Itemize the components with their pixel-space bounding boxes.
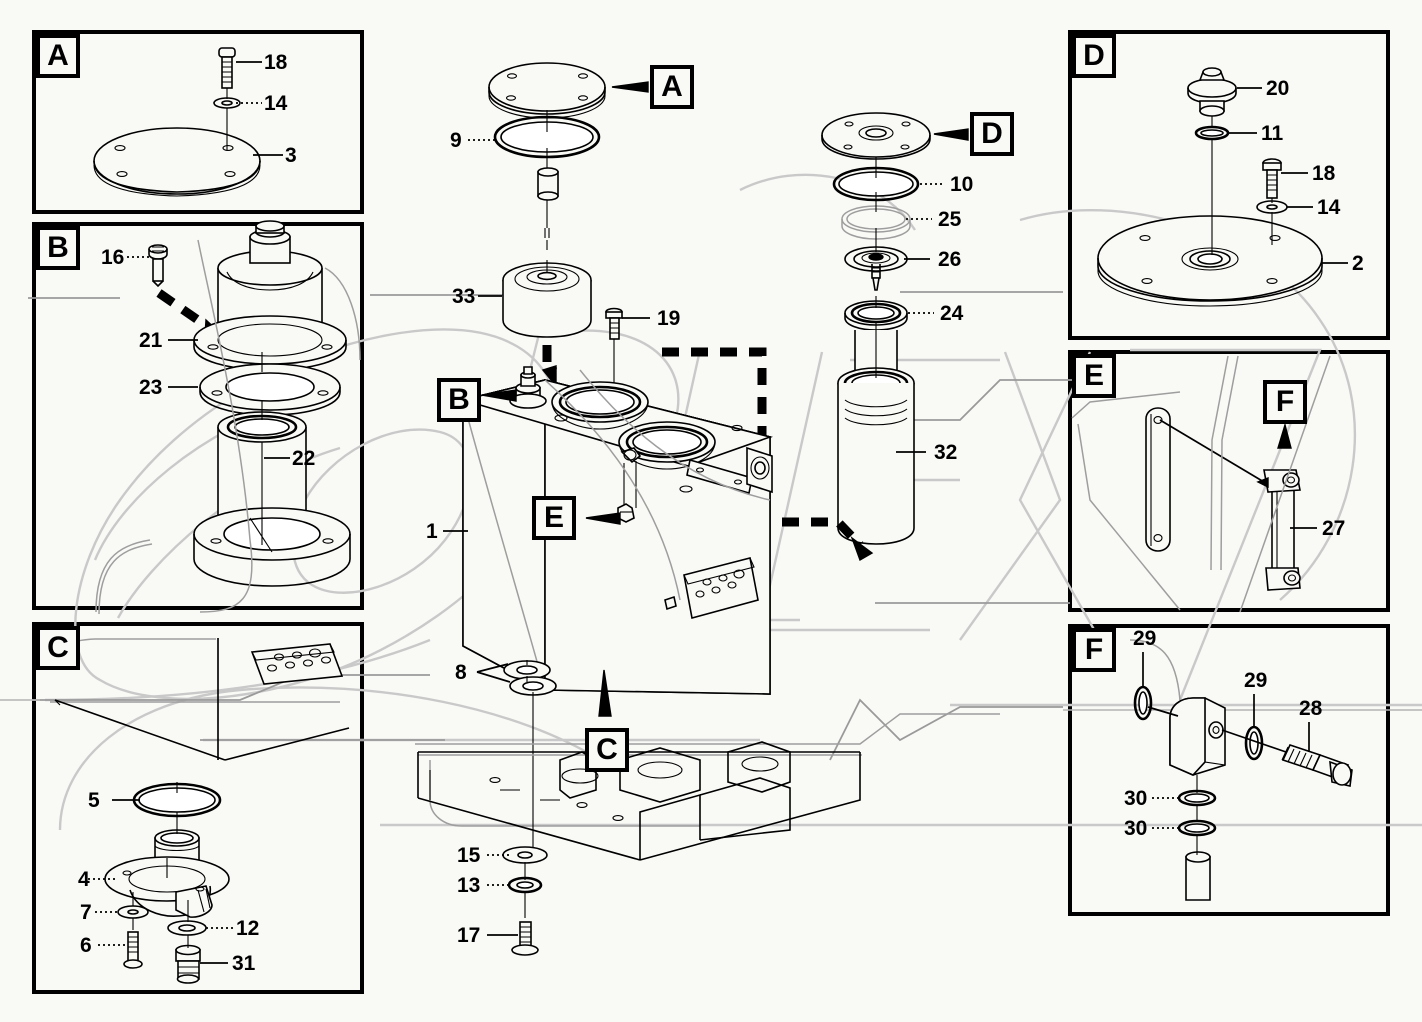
item-label-4: 4 — [78, 868, 90, 891]
item-label-3: 3 — [285, 144, 297, 167]
item-label-1: 1 — [426, 520, 438, 543]
item-label-8: 8 — [455, 661, 467, 684]
detail-tag-e: E — [1072, 354, 1116, 398]
chassis-and-mounts — [415, 660, 1000, 956]
item-label-18-d: 18 — [1312, 162, 1336, 185]
item-label-19: 19 — [657, 307, 681, 330]
detail-tag-b: B — [36, 226, 80, 270]
center-top-stack — [468, 62, 650, 400]
detail-tag-a: A — [36, 34, 80, 78]
detail-tag-f: F — [1072, 628, 1116, 672]
item-label-22: 22 — [292, 447, 316, 470]
callout-box-a[interactable]: A — [650, 65, 694, 109]
item-label-23: 23 — [139, 376, 163, 399]
item-label-21: 21 — [139, 329, 163, 352]
item-label-14-a: 14 — [264, 92, 288, 115]
item-label-31: 31 — [232, 952, 256, 975]
item-label-29-a: 29 — [1133, 627, 1157, 650]
detail-panel-d — [1068, 30, 1390, 340]
detail-tag-c: C — [36, 626, 80, 670]
item-label-17: 17 — [457, 924, 481, 947]
callout-box-d[interactable]: D — [970, 112, 1014, 156]
item-label-9: 9 — [450, 129, 462, 152]
item-label-14-d: 14 — [1317, 196, 1341, 219]
item-label-10: 10 — [950, 173, 974, 196]
assembly-flow-arrows — [541, 345, 874, 562]
item-label-20: 20 — [1266, 77, 1290, 100]
detail-panel-a — [32, 30, 364, 214]
item-label-32: 32 — [934, 441, 958, 464]
item-label-33: 33 — [452, 285, 476, 308]
item-label-16: 16 — [101, 246, 125, 269]
item-label-30-b: 30 — [1124, 817, 1148, 840]
detail-panel-b — [32, 222, 364, 610]
item-label-30-a: 30 — [1124, 787, 1148, 810]
detail-panel-e — [1068, 350, 1390, 612]
callout-box-c[interactable]: C — [585, 728, 629, 772]
item-label-12: 12 — [236, 917, 260, 940]
item-label-25: 25 — [938, 208, 962, 231]
item-label-15: 15 — [457, 844, 481, 867]
main-tank-assembly — [443, 366, 773, 695]
item-label-7: 7 — [80, 901, 92, 924]
item-label-13: 13 — [457, 874, 481, 897]
item-label-11: 11 — [1261, 122, 1284, 145]
item-label-29-b: 29 — [1244, 669, 1268, 692]
right-stack — [821, 112, 969, 545]
item-label-18-a: 18 — [264, 51, 288, 74]
callout-box-f[interactable]: F — [1263, 380, 1307, 424]
callout-box-b[interactable]: B — [437, 378, 481, 422]
callout-box-e[interactable]: E — [532, 496, 576, 540]
item-label-6: 6 — [80, 934, 92, 957]
item-label-2: 2 — [1352, 252, 1364, 275]
detail-tag-d: D — [1072, 34, 1116, 78]
item-label-28: 28 — [1299, 697, 1323, 720]
item-label-27: 27 — [1322, 517, 1346, 540]
item-label-26: 26 — [938, 248, 962, 271]
detail-panel-f — [1068, 624, 1390, 916]
item-label-5: 5 — [88, 789, 100, 812]
item-label-24: 24 — [940, 302, 964, 325]
